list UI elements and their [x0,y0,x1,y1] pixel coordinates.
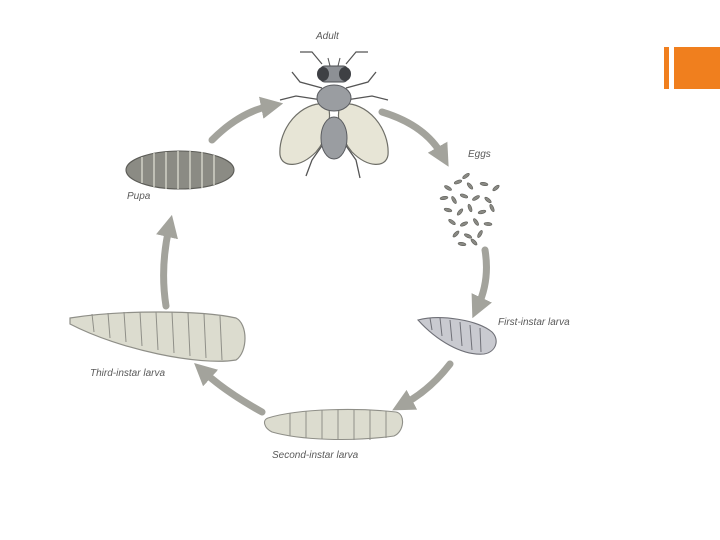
arrow-pupa-to-adult [212,106,270,140]
label-eggs: Eggs [468,149,491,160]
third-instar-larva [70,312,245,361]
arrow-first-to-second-instar [404,364,450,404]
pupa [126,151,234,189]
label-second-instar-larva: Second-instar larva [272,450,359,461]
second-instar-larva [265,409,403,440]
first-instar-larva [418,318,496,355]
arrow-eggs-to-first-instar [478,250,486,306]
arrow-adult-to-eggs [382,112,442,155]
eggs-cluster [440,172,500,246]
label-pupa: Pupa [127,191,151,202]
adult-fly [280,52,388,178]
label-third-instar-larva: Third-instar larva [90,368,165,379]
arrow-third-instar-to-pupa [164,228,169,306]
arrow-second-to-third-instar [204,372,262,412]
label-first-instar-larva: First-instar larva [498,317,570,328]
label-adult: Adult [315,31,340,42]
